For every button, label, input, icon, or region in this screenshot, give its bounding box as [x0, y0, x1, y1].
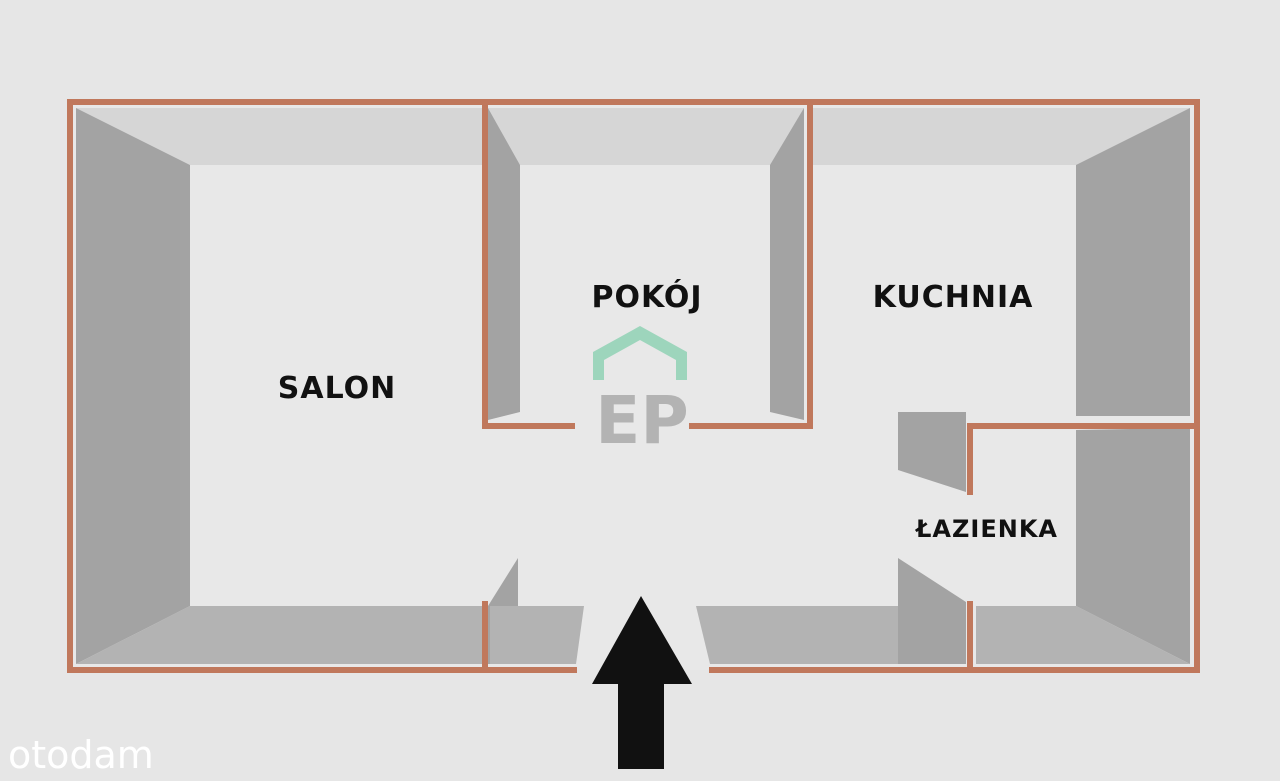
- salon-walls: [76, 108, 482, 664]
- room-label-pokoj: POKÓJ: [591, 278, 702, 315]
- entrance-arrow-icon: [592, 596, 692, 769]
- lazienka-walls: [898, 412, 1190, 664]
- room-label-salon: SALON: [278, 371, 396, 406]
- room-label-lazienka: ŁAZIENKA: [914, 515, 1058, 543]
- pokoj-walls: [488, 108, 804, 420]
- walls: [67, 99, 1200, 673]
- logo-text: EP: [595, 382, 688, 459]
- kuchnia-walls: [812, 108, 1190, 416]
- logo: EP: [593, 326, 689, 459]
- watermark-otodam: otodam: [8, 733, 154, 777]
- room-label-kuchnia: KUCHNIA: [873, 280, 1034, 315]
- house-roof-icon: [593, 326, 687, 380]
- hallway-walls: [488, 558, 898, 664]
